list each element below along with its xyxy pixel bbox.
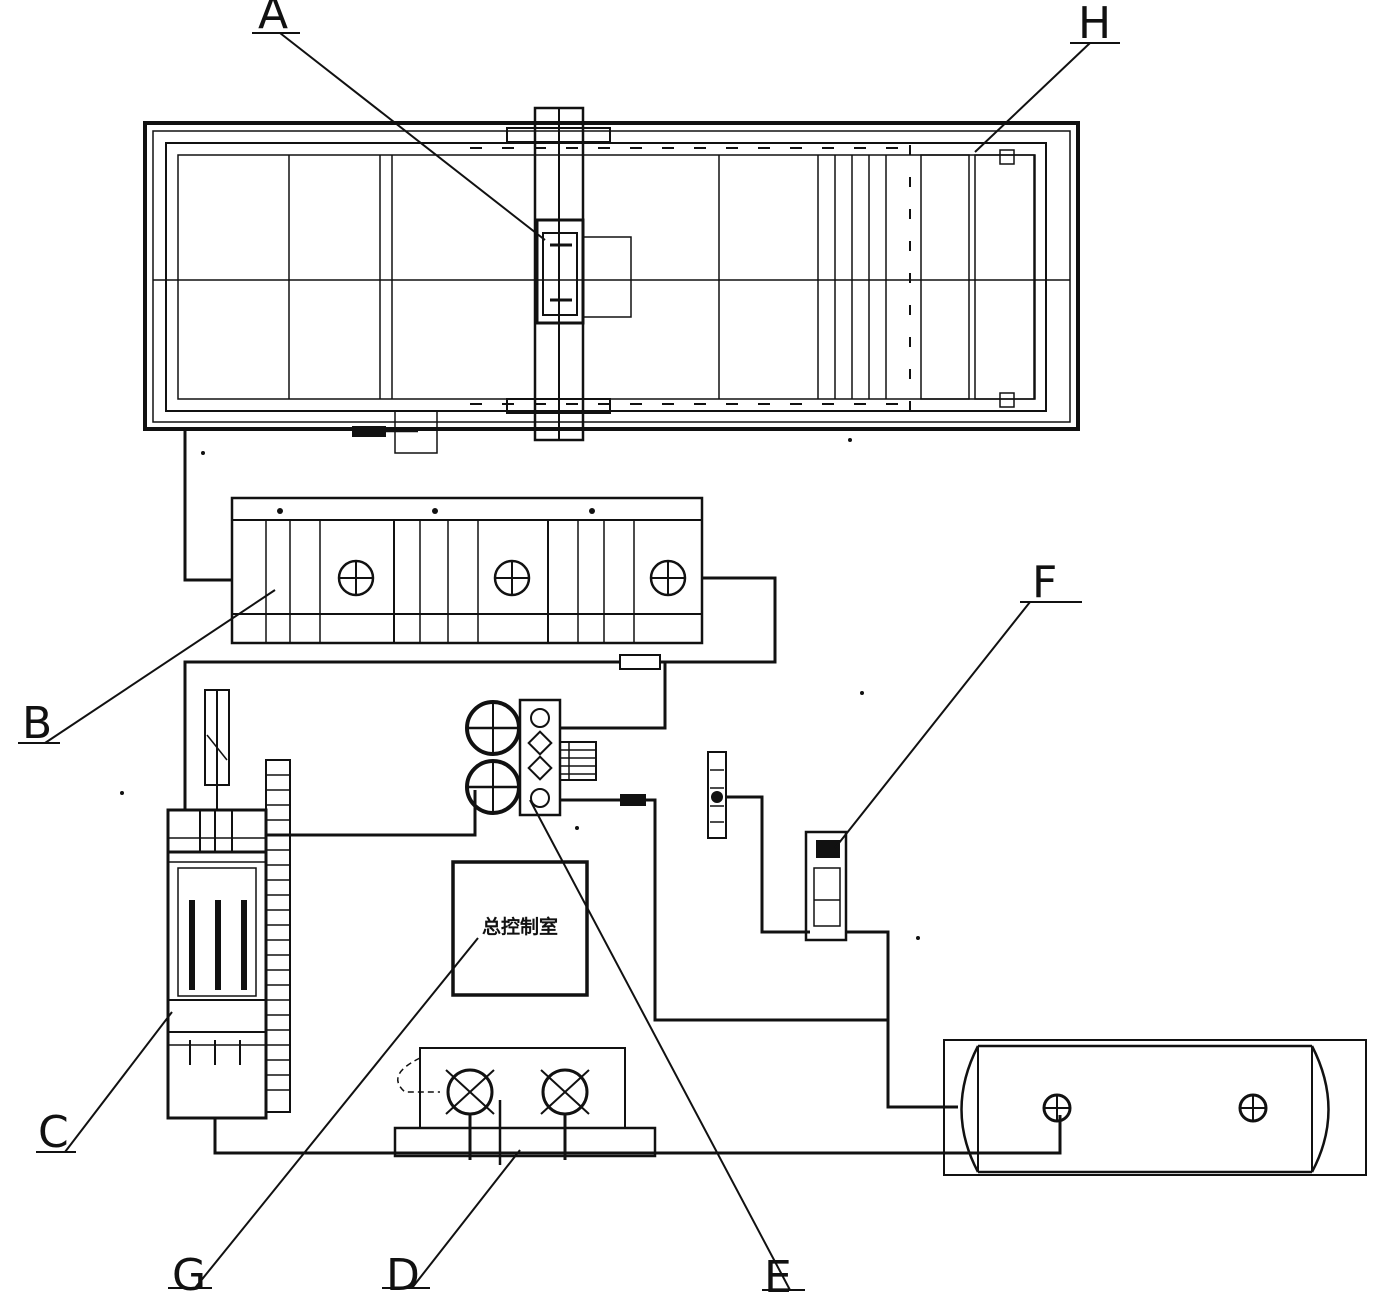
unit-d-pump-skid [393,1047,657,1165]
label-g: G [172,1250,206,1297]
label-c: C [38,1107,69,1158]
main-basin [143,106,1080,454]
unit-e-pumps [465,698,597,817]
label-b: B [22,698,52,749]
unit-f-dosing [804,830,848,942]
label-e: E [764,1252,792,1297]
label-h: H [1078,0,1111,49]
label-d: D [386,1250,420,1297]
leader-lines [18,32,1120,1291]
control-room: 总控制室 [451,860,589,997]
storage-tank [943,1039,1367,1176]
unit-b-filter [230,496,704,645]
control-room-label: 总控制室 [482,915,558,938]
unit-c-tank [166,689,291,1120]
label-f: F [1032,557,1057,608]
label-a: A [258,0,288,39]
